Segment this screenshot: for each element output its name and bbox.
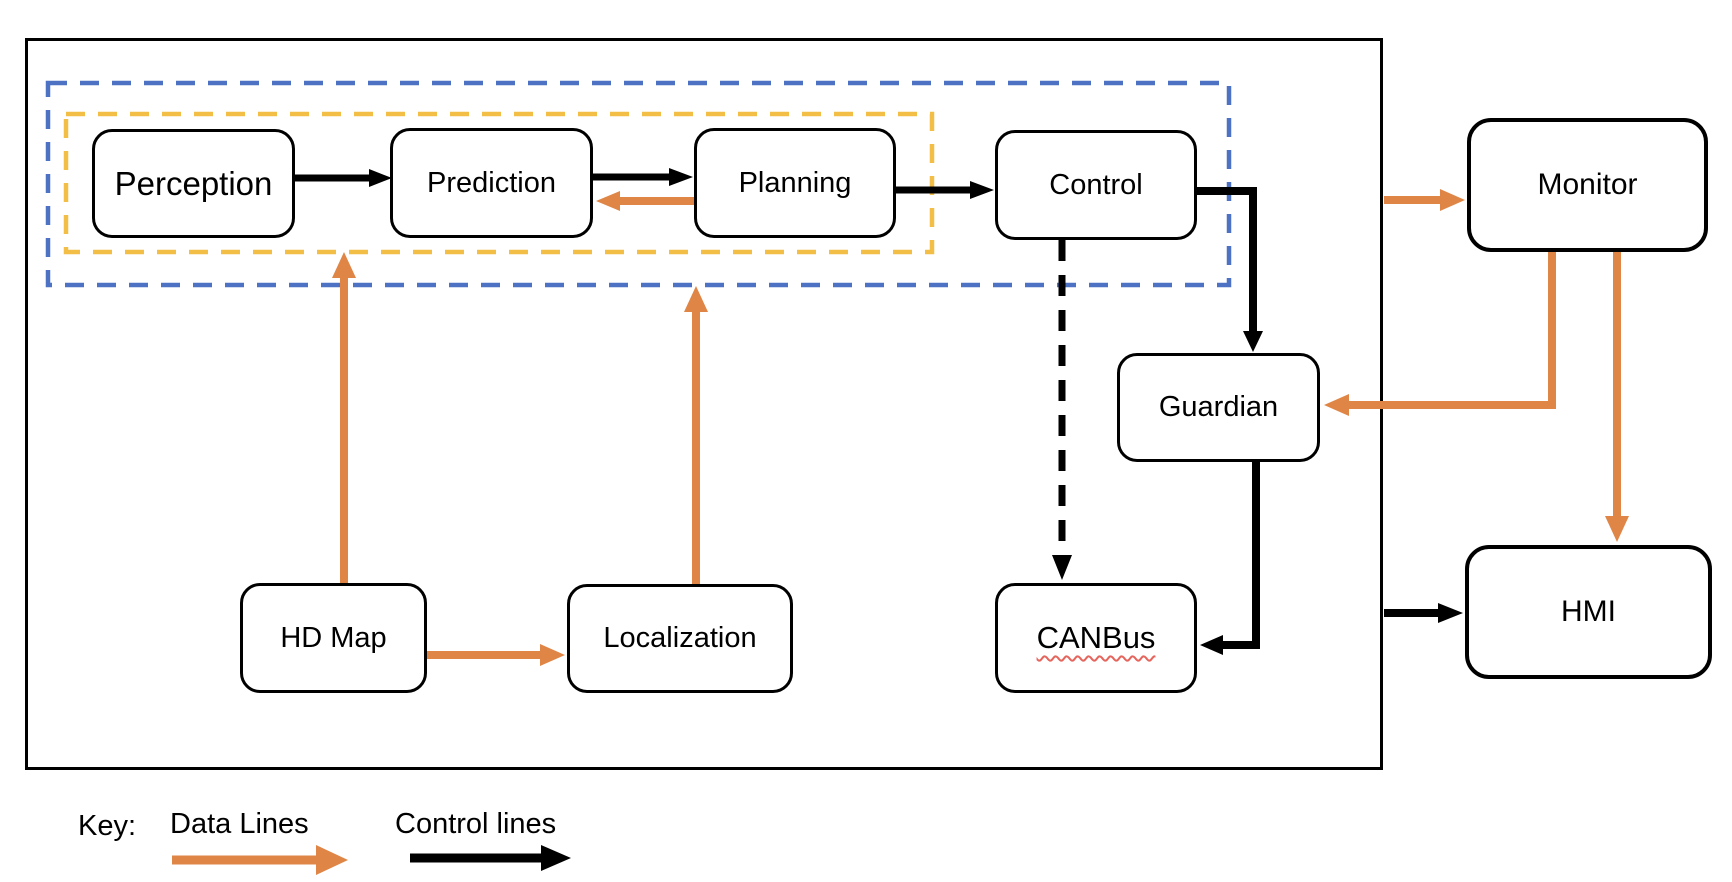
key-data-line-arrowhead — [316, 845, 348, 875]
guardian-label: Guardian — [1158, 391, 1279, 423]
hmi-label: HMI — [1561, 595, 1616, 628]
localization-label: Localization — [603, 622, 757, 654]
node-localization: Localization — [567, 584, 793, 693]
edge-system-to-monitor-arrowhead — [1440, 189, 1465, 211]
perception-label: Perception — [114, 164, 273, 202]
key-title: Key: — [78, 810, 137, 842]
control-label: Control — [1049, 168, 1143, 201]
edge-system-to-hmi-arrowhead — [1438, 603, 1463, 623]
edge-monitor-to-hmi-arrowhead — [1605, 516, 1629, 542]
node-perception: Perception — [92, 129, 295, 238]
key-control-lines-label: Control lines — [395, 808, 557, 840]
canbus-label: CANBus — [1036, 620, 1156, 655]
planning-label: Planning — [738, 166, 852, 199]
node-hd-map: HD Map — [240, 583, 427, 693]
node-prediction: Prediction — [390, 128, 593, 238]
prediction-label: Prediction — [427, 166, 556, 199]
monitor-label: Monitor — [1537, 168, 1638, 201]
key-data-lines-label: Data Lines — [170, 808, 309, 840]
node-planning: Planning — [694, 128, 896, 238]
node-canbus: CANBus — [995, 583, 1197, 693]
node-hmi: HMI — [1465, 545, 1712, 679]
node-monitor: Monitor — [1467, 118, 1708, 252]
node-control: Control — [995, 130, 1197, 240]
node-guardian: Guardian — [1117, 353, 1320, 462]
key-control-line-arrowhead — [541, 845, 571, 871]
hd-map-label: HD Map — [280, 621, 387, 654]
